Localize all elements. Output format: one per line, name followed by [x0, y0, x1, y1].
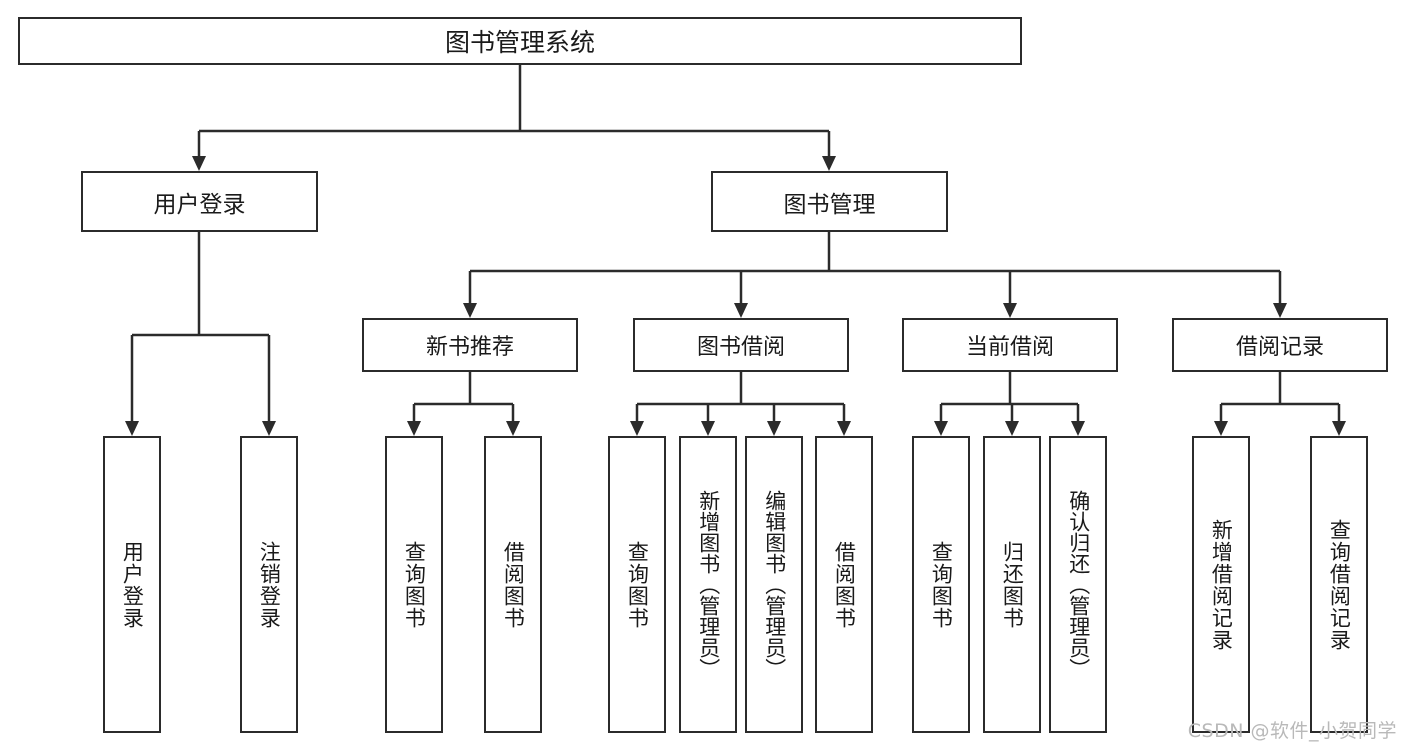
node-leaf-4[interactable]: 查询图书 — [608, 436, 666, 733]
leaf-label: 借阅图书 — [501, 540, 526, 629]
edge-to-borrowleaf-0-head — [630, 421, 644, 436]
edge-to-recleaf-1-head — [1332, 421, 1346, 436]
node-label: 新书推荐 — [425, 335, 514, 360]
leaf-label: 新增借阅记录 — [1209, 518, 1234, 651]
leaf-label: 注销登录 — [257, 540, 282, 629]
edge-to-borrowleaf-3-head — [837, 421, 851, 436]
node-level3-1[interactable]: 图书借阅 — [633, 318, 849, 372]
edge-to-curleaf-2-head — [1071, 421, 1085, 436]
leaf-label: 查询图书 — [625, 540, 650, 629]
node-label: 图书借阅 — [696, 335, 785, 360]
node-level3-0[interactable]: 新书推荐 — [362, 318, 578, 372]
edge-to-borrowleaf-2-head — [767, 421, 781, 436]
leaf-label: 查询图书 — [402, 540, 427, 629]
node-root-system[interactable]: 图书管理系统 — [18, 17, 1022, 65]
node-label: 图书管理 — [783, 191, 876, 218]
edge-to-level3-1-head — [734, 303, 748, 318]
edge-to-newleaf-0-head — [407, 421, 421, 436]
leaf-label: 编辑图书（管理员） — [762, 490, 787, 679]
edge-to-curleaf-1-head — [1005, 421, 1019, 436]
leaf-label: 确认归还（管理员） — [1066, 490, 1091, 679]
node-label: 图书管理系统 — [444, 28, 595, 57]
leaf-label: 归还图书 — [1000, 540, 1025, 629]
node-leaf-11[interactable]: 新增借阅记录 — [1192, 436, 1250, 733]
edge-to-borrowleaf-1-head — [701, 421, 715, 436]
leaf-label: 用户登录 — [120, 540, 145, 629]
node-leaf-1[interactable]: 注销登录 — [240, 436, 298, 733]
leaf-label: 查询借阅记录 — [1327, 518, 1352, 651]
node-leaf-9[interactable]: 归还图书 — [983, 436, 1041, 733]
edge-to-userleaf-1-head — [262, 421, 276, 436]
leaf-label: 新增图书（管理员） — [696, 490, 721, 679]
edge-to-userleaf-0-head — [125, 421, 139, 436]
node-leaf-0[interactable]: 用户登录 — [103, 436, 161, 733]
edge-to-level2-1-head — [822, 156, 836, 171]
node-leaf-8[interactable]: 查询图书 — [912, 436, 970, 733]
node-leaf-12[interactable]: 查询借阅记录 — [1310, 436, 1368, 733]
node-leaf-6[interactable]: 编辑图书（管理员） — [745, 436, 803, 733]
node-leaf-5[interactable]: 新增图书（管理员） — [679, 436, 737, 733]
edge-to-level3-0-head — [463, 303, 477, 318]
leaf-label: 借阅图书 — [832, 540, 857, 629]
node-label: 借阅记录 — [1235, 335, 1324, 360]
node-leaf-2[interactable]: 查询图书 — [385, 436, 443, 733]
edge-to-recleaf-0-head — [1214, 421, 1228, 436]
leaf-label: 查询图书 — [929, 540, 954, 629]
node-level3-2[interactable]: 当前借阅 — [902, 318, 1118, 372]
node-level3-3[interactable]: 借阅记录 — [1172, 318, 1388, 372]
edge-to-level2-0-head — [192, 156, 206, 171]
edge-to-newleaf-1-head — [506, 421, 520, 436]
node-leaf-10[interactable]: 确认归还（管理员） — [1049, 436, 1107, 733]
node-label: 当前借阅 — [965, 335, 1054, 360]
node-level2-0[interactable]: 用户登录 — [81, 171, 318, 232]
edge-to-curleaf-0-head — [934, 421, 948, 436]
node-leaf-3[interactable]: 借阅图书 — [484, 436, 542, 733]
edge-to-level3-2-head — [1003, 303, 1017, 318]
node-level2-1[interactable]: 图书管理 — [711, 171, 948, 232]
watermark-label: CSDN @软件_小贺同学 — [1187, 720, 1397, 742]
node-label: 用户登录 — [153, 191, 246, 218]
node-leaf-7[interactable]: 借阅图书 — [815, 436, 873, 733]
edge-to-level3-3-head — [1273, 303, 1287, 318]
